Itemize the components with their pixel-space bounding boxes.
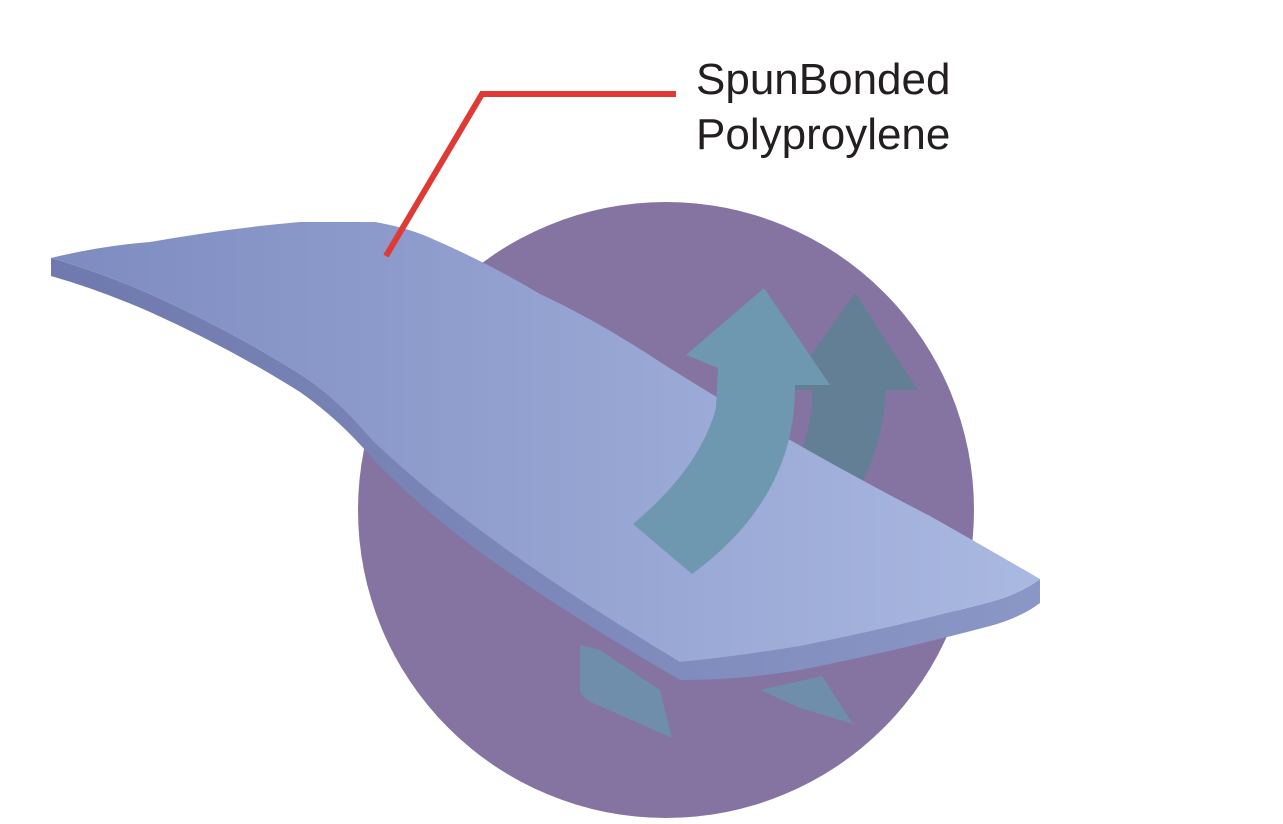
- spunbonded-fabric-sheet: [51, 222, 1040, 662]
- callout-leader-line: [383, 91, 676, 258]
- fabric-label-line-2: Polyproylene: [696, 110, 951, 159]
- fabric-label: SpunBonded Polyproylene: [696, 52, 950, 162]
- lower-arrow-fragment-right: [760, 676, 853, 724]
- lower-arrow-fragment-left: [580, 645, 672, 738]
- air-flow-arrow-icon: [633, 288, 830, 574]
- fabric-edge: [51, 258, 1040, 680]
- fabric-label-line-1: SpunBonded: [696, 55, 951, 104]
